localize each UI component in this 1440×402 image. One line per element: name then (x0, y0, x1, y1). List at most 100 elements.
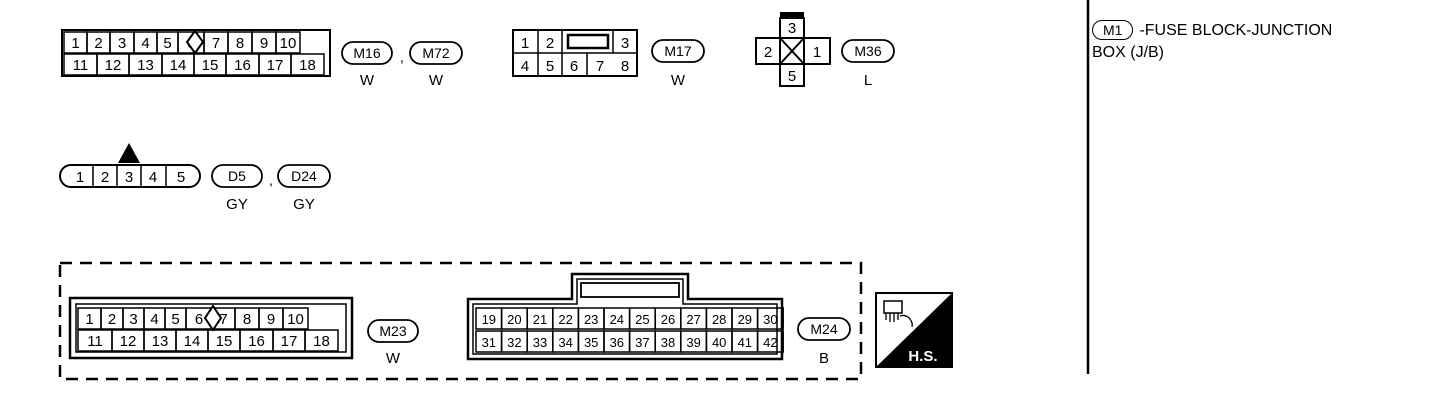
tag-m72-label: M72 (422, 45, 449, 61)
tag-m17-label: M17 (664, 43, 691, 59)
wire-color-d5: GY (226, 196, 248, 213)
lock-tab-icon (580, 282, 680, 298)
pin-label: 32 (507, 335, 521, 350)
pin-label: 11 (73, 57, 89, 74)
pin-label: 41 (738, 335, 752, 350)
wire-color-m24: B (819, 350, 829, 367)
pin-label: 3 (788, 20, 796, 37)
pin-label: 5 (177, 169, 185, 186)
hs-badge: H.S. (875, 292, 953, 368)
pin-cell (756, 307, 784, 330)
pin-label: 14 (170, 57, 187, 74)
key-diamond-icon (203, 304, 223, 332)
pin-label: 34 (558, 335, 572, 350)
pin-label: 5 (546, 58, 554, 75)
pin-label: 1 (521, 35, 529, 52)
pin-label: 25 (635, 312, 649, 327)
tag-m23-label: M23 (379, 323, 406, 339)
pin-label: 24 (610, 312, 624, 327)
tag-m24: M24 B (797, 317, 851, 367)
pin-label: 33 (533, 335, 547, 350)
connector-m36: 3 2 1 5 (755, 12, 831, 87)
tag-d5: D5 GY (211, 164, 263, 213)
pin-label: 40 (712, 335, 726, 350)
pin-label: 9 (260, 35, 268, 52)
pin-label: 2 (764, 44, 772, 61)
pin-label: 1 (813, 44, 821, 61)
connector-icon (883, 300, 913, 328)
pin-label: 7 (219, 311, 227, 328)
pin-label: 14 (184, 333, 201, 350)
pin-label: 27 (686, 312, 700, 327)
pin-label: 42 (763, 335, 777, 350)
pin-label: 21 (533, 312, 547, 327)
pin-label: 36 (610, 335, 624, 350)
pin-label: 5 (171, 311, 179, 328)
pin-label: 3 (621, 35, 629, 52)
pin-label: 18 (313, 333, 330, 350)
pin-label: 2 (108, 311, 116, 328)
pin-cell (282, 307, 309, 330)
pin-label: 8 (243, 311, 251, 328)
pin-label: 16 (234, 57, 251, 74)
tag-m72: M72 W (409, 41, 463, 89)
pin-label: 7 (212, 35, 220, 52)
pin-label: 10 (287, 311, 304, 328)
tag-m1: M1 (1092, 20, 1134, 40)
pin-label: 1 (76, 169, 84, 186)
pin-label: 4 (141, 35, 149, 52)
pin-cell (290, 53, 325, 76)
pin-label: 8 (621, 58, 629, 75)
pin-label: 4 (521, 58, 529, 75)
pin-label: 9 (267, 311, 275, 328)
wire-color-d24: GY (293, 196, 315, 213)
tag-d24-label: D24 (291, 168, 317, 184)
pin-label: 26 (661, 312, 675, 327)
pin-label: 17 (267, 57, 284, 74)
pin-label: 28 (712, 312, 726, 327)
pin-label: 2 (546, 35, 554, 52)
side-note-line1: -FUSE BLOCK-JUNCTION (1139, 22, 1333, 39)
tag-m16: M16 W (341, 41, 393, 89)
pin-label: 8 (236, 35, 244, 52)
pin-label: 30 (763, 312, 777, 327)
pin-label: 7 (596, 58, 604, 75)
pin-label: 1 (71, 35, 79, 52)
pin-label: 20 (507, 312, 521, 327)
pin-label: 17 (281, 333, 298, 350)
pin-label: 10 (280, 35, 297, 52)
pin-label: 2 (101, 169, 109, 186)
tag-m23: M23 W (367, 319, 419, 367)
wire-color-m36: L (864, 72, 872, 89)
wire-color-m17: W (671, 72, 686, 89)
pin-label: 13 (137, 57, 154, 74)
connector-m17: 1 2 3 4 5 6 7 8 (512, 29, 638, 77)
pin-label: 4 (149, 169, 157, 186)
pin-label: 22 (558, 312, 572, 327)
pin-label: 12 (105, 57, 122, 74)
hs-label: H.S. (908, 348, 937, 365)
pin-label: 19 (482, 312, 496, 327)
pin-label: 6 (195, 311, 203, 328)
pin-label: 1 (85, 311, 93, 328)
pin-label: 39 (686, 335, 700, 350)
pin-cell (275, 31, 301, 54)
wire-color-m72: W (429, 72, 444, 89)
tag-m36: M36 L (841, 39, 895, 89)
side-note-line2: BOX (J/B) (1092, 44, 1165, 61)
pin-cell (304, 329, 339, 352)
pin-label: 15 (202, 57, 219, 74)
wire-color-m23: W (386, 350, 401, 367)
pin-label: 2 (94, 35, 102, 52)
pin-label: 38 (661, 335, 675, 350)
connector-d5-d24: 1 2 3 4 5 (59, 143, 201, 188)
pin-label: 11 (87, 333, 103, 350)
